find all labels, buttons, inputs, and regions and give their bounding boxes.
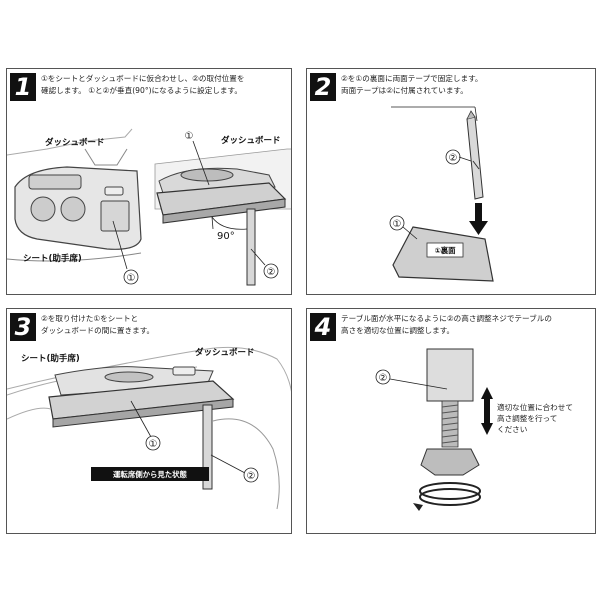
- instruction-line: ②を①の裏面に両面テープで固定します。: [341, 74, 483, 83]
- part2-callout: ②: [379, 373, 388, 384]
- step-number: 2: [310, 73, 336, 101]
- step-3-panel: 3 ②を取り付けた①をシートと ダッシュボードの間に置きます。 シート(助手席)…: [6, 308, 292, 534]
- step-instruction: ①をシートとダッシュボードに仮合わせし、②の取付位置を 確認します。 ①と②が垂…: [41, 73, 244, 96]
- instruction-line: テーブル面が水平になるように②の高さ調整ネジでテーブルの: [341, 314, 552, 323]
- callout-circle: [375, 369, 391, 385]
- instruction-line: ダッシュボードの間に置きます。: [41, 325, 155, 335]
- part1-callout: ①: [149, 439, 158, 450]
- rotate-arrow-icon: [413, 503, 423, 511]
- step-instruction: テーブル面が水平になるように②の高さ調整ネジでテーブルの 高さを適切な位置に調整…: [341, 313, 552, 336]
- part2-callout: ②: [267, 267, 276, 278]
- adjust-note-line: ください: [497, 425, 527, 434]
- adjust-note-line: 適切な位置に合わせて: [497, 402, 573, 412]
- step-instruction: ②を取り付けた①をシートと ダッシュボードの間に置きます。: [41, 313, 154, 336]
- instruction-line: ①をシートとダッシュボードに仮合わせし、②の取付位置を: [41, 74, 245, 83]
- step-1-panel: 1 ①をシートとダッシュボードに仮合わせし、②の取付位置を 確認します。 ①と②…: [6, 68, 292, 295]
- seat-label: シート(助手席): [23, 253, 82, 264]
- up-arrow-icon: [481, 387, 493, 399]
- back-side-label: ①裏面: [434, 246, 456, 255]
- callout-circle: [123, 269, 139, 285]
- dashboard-label-b: ダッシュボード: [221, 135, 281, 146]
- step-1-illustration: ダッシュボード シート(助手席) ① 90° ダッシュボード ① ②: [7, 128, 291, 286]
- part1-callout: ①: [127, 273, 136, 284]
- down-arrow-icon: [469, 221, 488, 235]
- step-2-illustration: ② ①裏面 ①: [389, 106, 494, 282]
- angle-label: 90°: [217, 231, 235, 242]
- dashboard-label: ダッシュボード: [195, 347, 255, 358]
- view-note-box: [91, 467, 209, 481]
- step-instruction: ②を①の裏面に両面テープで固定します。 両面テープは②に付属されています。: [341, 73, 483, 96]
- instruction-line: 両面テープは②に付属されています。: [341, 85, 468, 95]
- step-2-panel: 2 ②を①の裏面に両面テープで固定します。 両面テープは②に付属されています。 …: [306, 68, 596, 295]
- part2-callout: ②: [449, 153, 458, 164]
- step-number: 1: [10, 73, 36, 101]
- view-note: 運転席側から見た状態: [113, 470, 188, 479]
- adjust-knob: [420, 448, 480, 476]
- callout-circle: [263, 263, 279, 279]
- step-number: 3: [10, 313, 36, 341]
- adjust-note-line: 高さ調整を行って: [497, 413, 557, 423]
- callout-circle: [389, 215, 405, 231]
- part2-callout: ②: [247, 471, 256, 482]
- part1-callout-b: ①: [185, 131, 194, 142]
- instruction-line: ②を取り付けた①をシートと: [41, 314, 139, 323]
- dashboard-label: ダッシュボード: [45, 137, 105, 148]
- instruction-line: 高さを適切な位置に調整します。: [341, 325, 455, 335]
- down-arrow-icon: [481, 423, 493, 435]
- callout-circle: [243, 467, 259, 483]
- instruction-line: 確認します。 ①と②が垂直(90°)になるように設定します。: [41, 85, 242, 95]
- step-3-illustration: シート(助手席) ダッシュボード ① 運転席側から見た状態 ②: [7, 346, 291, 510]
- part1-callout: ①: [393, 219, 402, 230]
- step-number: 4: [310, 313, 336, 341]
- step-4-panel: 4 テーブル面が水平になるように②の高さ調整ネジでテーブルの 高さを適切な位置に…: [306, 308, 596, 534]
- callout-circle: [145, 435, 161, 451]
- seat-label: シート(助手席): [21, 353, 80, 364]
- step-4-illustration: 適切な位置に合わせて 高さ調整を行って ください ②: [375, 348, 573, 511]
